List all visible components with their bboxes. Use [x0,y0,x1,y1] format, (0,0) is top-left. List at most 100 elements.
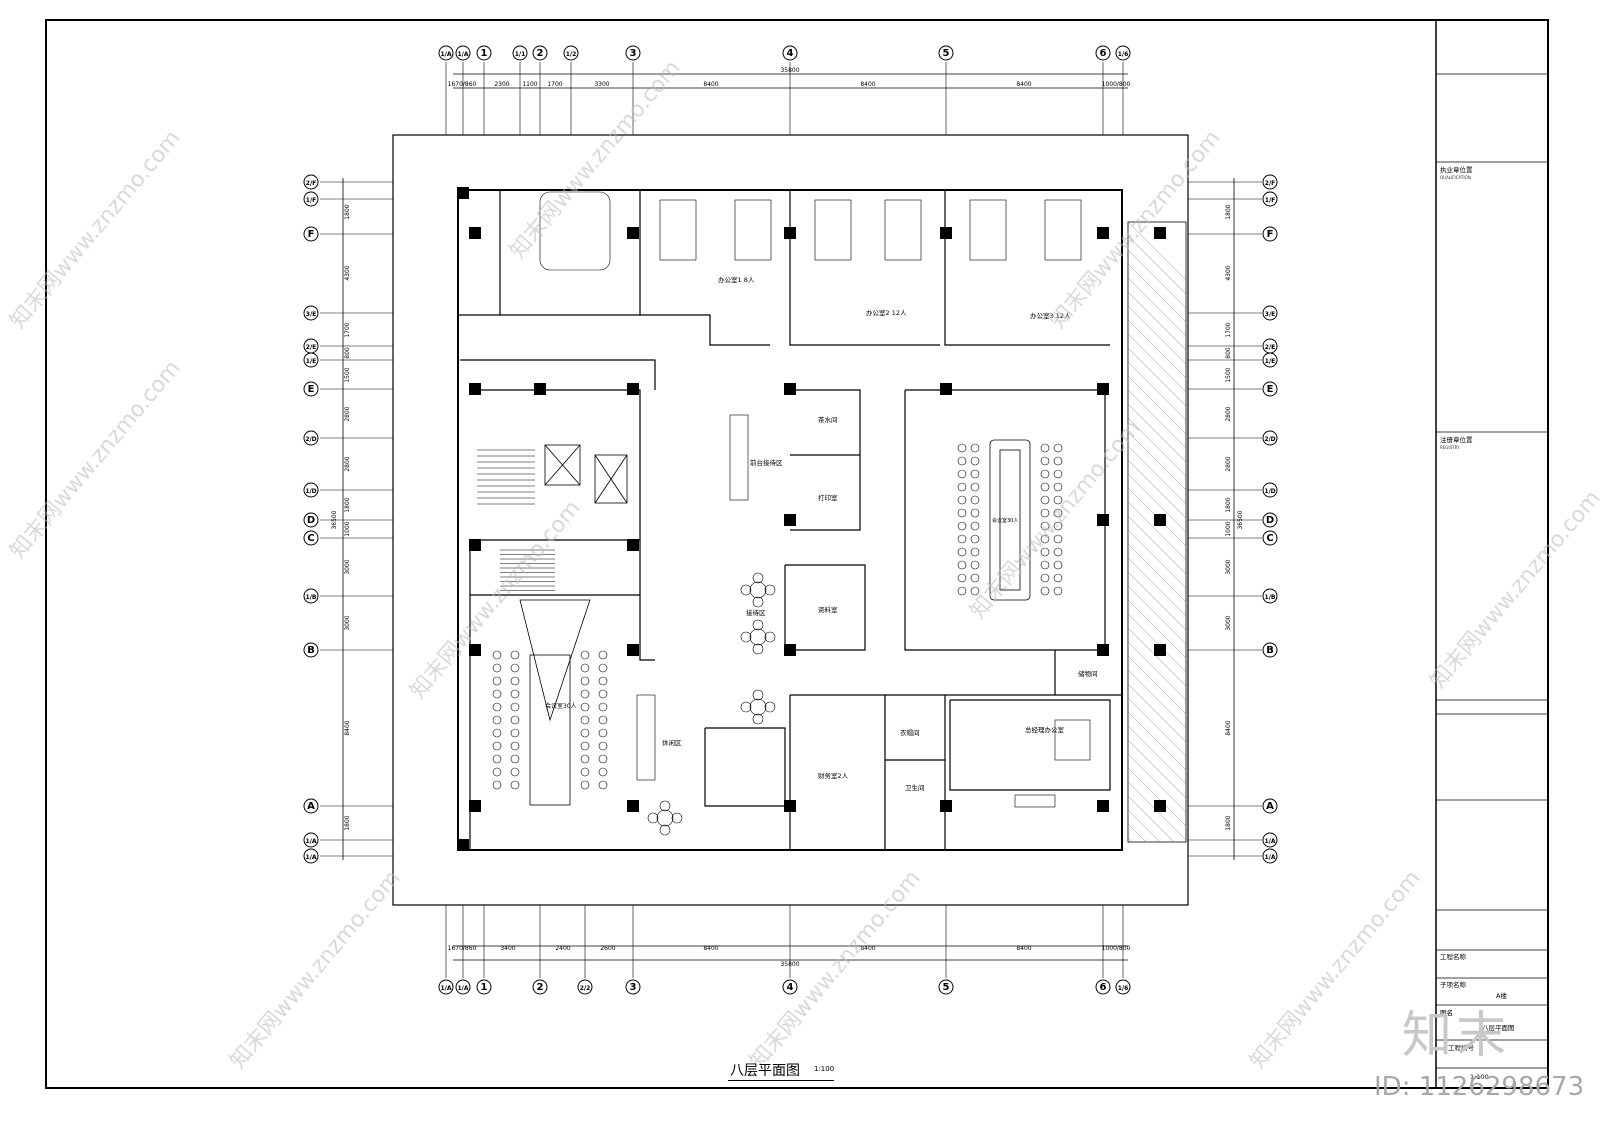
dim-left: 3000 [344,559,351,574]
tb-stamp-label: 执业章位置 [1440,166,1473,174]
chair [492,650,502,660]
axis-label: 3/E [1265,311,1275,318]
axis-label: E [308,384,315,395]
axis-right-7: 2/D [1262,430,1278,446]
hatch-line [1127,599,1187,659]
chair [492,702,502,712]
chair [598,780,608,790]
axis-left-13: A [303,798,319,814]
axis-label: 2/E [306,344,316,351]
axis-bubble-circle [938,979,954,995]
exterior-walls [457,189,1123,851]
chair [510,754,520,764]
axis-bubble-circle [303,832,319,848]
axis-top-7: 4 [782,45,798,61]
hatch-line [1127,627,1187,687]
column [940,383,952,395]
axis-bubble-circle [303,174,319,190]
dim-right: 800 [1225,347,1232,359]
column [784,227,796,239]
column [469,539,481,551]
hatch-line [1127,277,1187,337]
workstation-desk [659,199,697,261]
axis-label: 1/B [1265,594,1276,601]
hatch-line [1127,221,1187,281]
axis-right-9: D [1262,512,1278,528]
chair [970,443,980,453]
chair [492,663,502,673]
chair [492,728,502,738]
hatch-line [1127,403,1187,463]
chair [492,780,502,790]
chair [598,676,608,686]
drawing-title: 八层平面图 [730,1063,800,1079]
room-meeting-left: 会议室30人 [545,702,577,710]
hatch-line [1127,417,1187,477]
chair [580,780,590,790]
round-table [749,698,767,716]
axis-bubble-circle [1262,832,1278,848]
chair [580,728,590,738]
chair [1053,443,1063,453]
axis-label: D [307,515,315,526]
dim-right: 1800 [1225,815,1232,830]
column [940,227,952,239]
axis-bubble-circle [303,430,319,446]
dim-bottom: 2400 [555,945,570,952]
hatch-line [1127,585,1187,645]
axis-bottom-7: 5 [938,979,954,995]
axis-label: 1/E [306,358,316,365]
column [627,383,639,395]
column [1154,227,1166,239]
hatch-line [1127,347,1187,407]
chair [510,676,520,686]
axis-label: 5 [943,982,950,993]
room-cloak: 衣帽间 [900,728,920,737]
tb-reg-label: 注册章位置 [1440,436,1473,444]
axis-bubble-circle [782,979,798,995]
axis-label: C [307,533,314,544]
chair [598,728,608,738]
dim-top: 3300 [594,81,609,88]
stairs [477,449,555,591]
axis-label: 1/D [305,488,316,495]
axis-label: 5 [943,48,950,59]
chair [580,715,590,725]
dim-overall-left: 36500 [331,510,338,529]
hatch-line [1127,557,1187,617]
tb-reg-sub: REGISTRY [1440,445,1460,450]
axis-bubble-circle [782,45,798,61]
chair [764,631,776,643]
room-print: 打印室 [818,493,838,502]
dim-right: 1800 [1225,204,1232,219]
chair [510,702,520,712]
hatch-line [1127,711,1187,771]
tb-sub-label: 子项名称 [1440,981,1466,989]
dim-left: 1500 [344,367,351,382]
axis-label: 2/D [1264,436,1275,443]
axis-label: 1/E [1265,358,1275,365]
axis-label: 1/A [1264,838,1275,845]
room-office3: 办公室3 12人 [1030,311,1071,320]
axis-label: 4 [787,48,794,59]
column [469,800,481,812]
axis-label: 1/2 [566,51,577,58]
axis-bottom-6: 4 [782,979,798,995]
chair [598,650,608,660]
dim-overall-bottom: 35800 [780,961,799,968]
axis-left-0: 2/F [303,174,319,190]
axis-label: 2/D [305,436,316,443]
workstation-desk [734,199,772,261]
chair [492,715,502,725]
axis-top-8: 5 [938,45,954,61]
gm-side-table [1014,794,1056,808]
axis-label: D [1266,515,1274,526]
axis-bubble-circle [512,45,528,61]
chair [1040,534,1050,544]
axis-bottom-0: 1/A [438,979,454,995]
dim-right: 1800 [1225,497,1232,512]
room-lounge: 休闲区 [662,738,682,747]
dim-bottom: 3400 [500,945,515,952]
axis-left-5: 1/E [303,352,319,368]
chair [752,713,764,725]
